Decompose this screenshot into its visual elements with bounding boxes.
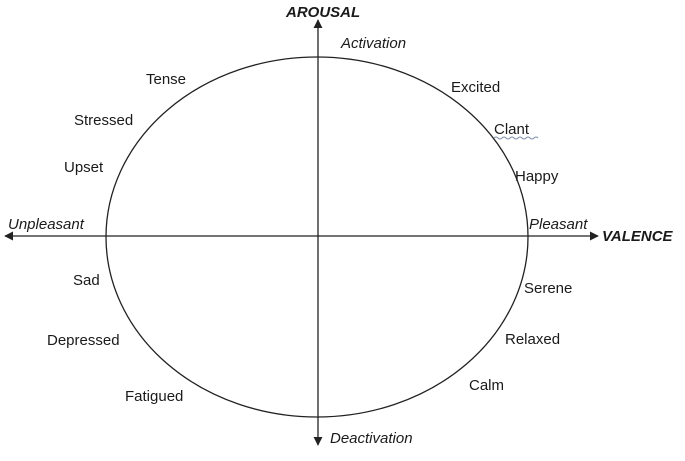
circumplex-ellipse — [105, 56, 529, 418]
emotion-calm: Calm — [469, 377, 504, 394]
unpleasant-label: Unpleasant — [8, 216, 85, 233]
emotion-fatigued: Fatigued — [125, 388, 183, 405]
emotion-serene: Serene — [524, 280, 572, 297]
emotion-clant: Clant — [494, 121, 530, 138]
emotion-tense: Tense — [146, 71, 186, 88]
emotion-stressed: Stressed — [74, 112, 133, 129]
deactivation-label: Deactivation — [330, 430, 413, 447]
emotion-upset: Upset — [64, 159, 104, 176]
emotion-excited: Excited — [451, 79, 500, 96]
spellcheck-underline — [493, 136, 539, 140]
arousal-title: AROUSAL — [285, 4, 360, 21]
activation-label: Activation — [340, 35, 406, 52]
emotion-depressed: Depressed — [47, 332, 120, 349]
valence-title: VALENCE — [602, 228, 674, 245]
pleasant-label: Pleasant — [529, 216, 588, 233]
emotion-relaxed: Relaxed — [505, 331, 560, 348]
emotion-happy: Happy — [515, 168, 559, 185]
emotion-sad: Sad — [73, 272, 100, 289]
